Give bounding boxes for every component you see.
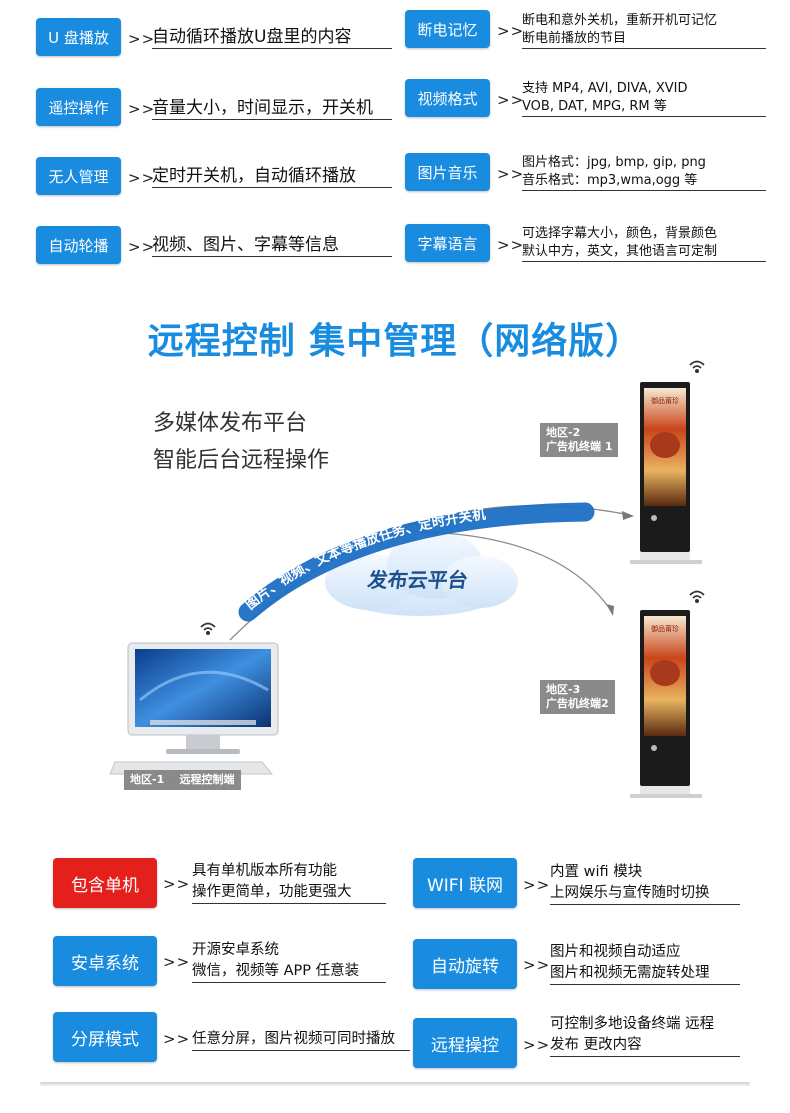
network-diagram: 图片、视频、文本等播放任务、定时开关机 御品莆珍 御品莆珍 [109,360,705,798]
tag-auto-rotate: 自动旋转 [413,939,517,989]
arrow-marker: >> [163,1030,191,1048]
arc-to-terminal-2 [419,531,613,613]
feature-desc: 支持 MP4, AVI, DIVA, XVID VOB, DAT, MPG, R… [522,80,766,117]
terminal-1-name: 广告机终端 1 [546,440,613,453]
kiosk-2-screen-title: 御品莆珍 [651,624,679,633]
tag-remote-operation: 远程操控 [413,1018,517,1068]
terminal-2-name: 广告机终端2 [546,697,609,710]
pc-label: 地区-1 远程控制端 [124,770,241,790]
desc-line: VOB, DAT, MPG, RM 等 [522,99,667,114]
terminal-1-region: 地区-2 [546,426,581,439]
bottom-divider [40,1082,750,1086]
feature-desc: 定时开关机，自动循环播放 [152,165,392,188]
terminal-2-region: 地区-3 [546,683,581,696]
desc-line: 图片和视频无需旋转处理 [550,965,710,981]
feature-desc: 具有单机版本所有功能 操作更简单，功能更强大 [192,861,386,904]
arrow-marker: >> [497,91,525,109]
slogan-line-1: 多媒体发布平台 [153,411,308,436]
tag-power-memory: 断电记忆 [405,10,490,48]
wifi-icon [200,622,216,636]
tag-auto-rotation: 自动轮播 [36,226,121,264]
arrow-marker: >> [128,30,156,48]
tag-subtitle-language: 字幕语言 [405,224,490,262]
arrow-marker: >> [523,956,551,974]
feature-desc: 图片和视频自动适应 图片和视频无需旋转处理 [550,942,740,985]
feature-desc: 可选择字幕大小，颜色，背景颜色 默认中方，英文，其他语言可定制 [522,225,766,262]
arrow-marker: >> [128,238,156,256]
arrow-marker: >> [497,165,525,183]
arrow-marker: >> [128,100,156,118]
arrow-marker: >> [163,953,191,971]
tag-android: 安卓系统 [53,936,157,986]
arrow-marker: >> [163,875,191,893]
feature-desc: 自动循环播放U盘里的内容 [152,26,392,49]
terminal-2-label: 地区-3 广告机终端2 [540,680,615,714]
tag-wifi: WIFI 联网 [413,858,517,908]
cloud-label: 发布云平台 [366,568,470,592]
arrow-marker: >> [523,1036,551,1054]
arrow-marker: >> [497,22,525,40]
feature-desc: 图片格式：jpg, bmp, gip, png 音乐格式：mp3,wma,ogg… [522,154,766,191]
feature-desc: 音量大小，时间显示，开关机 [152,97,392,120]
desc-line: 可控制多地设备终端 远程 [550,1016,715,1032]
terminal-1-label: 地区-2 广告机终端 1 [540,423,619,457]
tag-unmanned: 无人管理 [36,157,121,195]
pc-monitor [109,642,279,775]
tag-u-disk-play: U 盘播放 [36,18,121,56]
arrow-marker: >> [497,236,525,254]
feature-desc: 开源安卓系统 微信，视频等 APP 任意装 [192,940,386,983]
feature-desc: 断电和意外关机，重新开机可记忆 断电前播放的节目 [522,12,766,49]
desc-line: 支持 MP4, AVI, DIVA, XVID [522,81,688,96]
desc-line: 音乐格式：mp3,wma,ogg 等 [522,173,698,188]
ribbon-band [238,502,595,622]
arrowhead [606,604,614,616]
desc-line: 断电前播放的节目 [522,31,627,46]
desc-line: 断电和意外关机，重新开机可记忆 [522,13,718,28]
tag-standalone: 包含单机 [53,858,157,908]
wifi-icon [689,360,705,374]
kiosk-terminal-1 [630,382,702,564]
kiosk-1-screen-title: 御品莆珍 [651,396,679,405]
cloud-shape [325,531,518,616]
feature-desc: 内置 wifi 模块 上网娱乐与宣传随时切换 [550,862,740,905]
desc-line: 图片和视频自动适应 [550,944,681,960]
network-title: 远程控制 集中管理（网络版） [147,321,643,362]
desc-line: 上网娱乐与宣传随时切换 [550,885,710,901]
desc-line: 微信，视频等 APP 任意装 [192,963,360,979]
tag-remote-control: 遥控操作 [36,88,121,126]
desc-line: 任意分屏，图片视频可同时播放 [192,1031,395,1047]
desc-line: 可选择字幕大小，颜色，背景颜色 [522,226,718,241]
feature-desc: 视频、图片、字幕等信息 [152,234,392,257]
arrowhead [622,511,634,520]
arrow-marker: >> [128,169,156,187]
tag-split-screen: 分屏模式 [53,1012,157,1062]
feature-desc: 任意分屏，图片视频可同时播放 [192,1029,410,1051]
wifi-icon [689,590,705,604]
desc-line: 操作更简单，功能更强大 [192,884,352,900]
desc-line: 图片格式：jpg, bmp, gip, png [522,155,706,170]
desc-line: 默认中方，英文，其他语言可定制 [522,244,718,259]
arrow-marker: >> [523,876,551,894]
feature-desc: 可控制多地设备终端 远程 发布 更改内容 [550,1014,740,1057]
desc-line: 开源安卓系统 [192,942,279,958]
desc-line: 内置 wifi 模块 [550,864,643,880]
slogan-line-2: 智能后台远程操作 [153,448,330,473]
tag-image-music: 图片音乐 [405,153,490,191]
desc-line: 发布 更改内容 [550,1037,642,1053]
desc-line: 具有单机版本所有功能 [192,863,337,879]
tag-video-format: 视频格式 [405,79,490,117]
kiosk-terminal-2 [630,610,702,798]
